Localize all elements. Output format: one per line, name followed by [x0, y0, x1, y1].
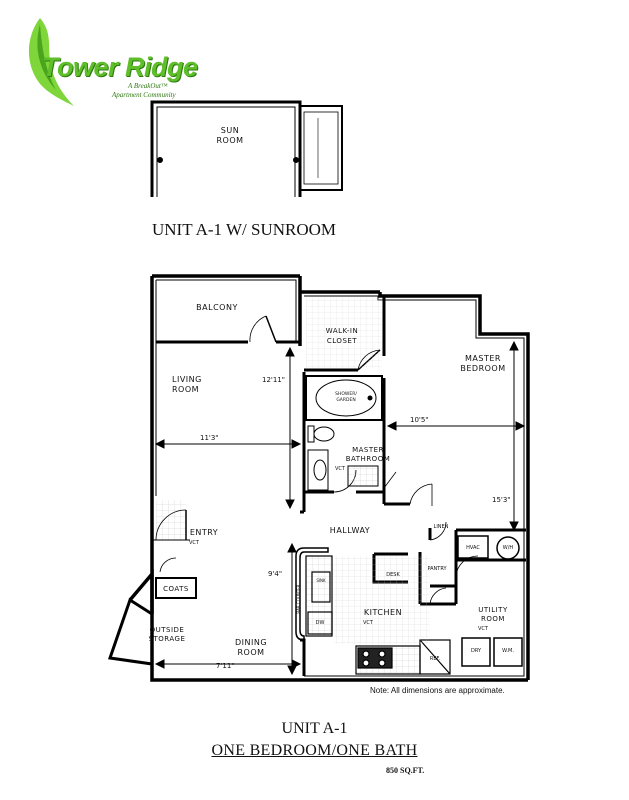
entry-area	[152, 500, 197, 599]
dimensions-note: Note: All dimensions are approximate.	[370, 686, 505, 695]
hallway-label: HALLWAY	[329, 526, 371, 535]
dining-width-dimension: 7'11"	[216, 662, 235, 670]
pantry-label: PANTRY	[427, 566, 447, 572]
dryer-label: DRY	[470, 648, 482, 654]
kitchen-label: KITCHEN	[363, 608, 403, 617]
dimension-lines	[154, 340, 526, 676]
dishwasher-label: DW	[315, 620, 325, 626]
living-depth-dimension: 12'11"	[262, 376, 285, 384]
unit-sqft: 850 SQ.FT.	[386, 766, 425, 775]
brand-name: Tower Ridge	[42, 52, 198, 82]
brand-subtitle-2: Apartment Community	[112, 91, 176, 99]
balcony-walls	[156, 315, 300, 344]
sunroom-caption: UNIT A-1 W/ SUNROOM	[152, 220, 337, 239]
logo-leaf-icon	[29, 18, 74, 106]
brand-subtitle-1: A BreakOut™	[128, 82, 168, 90]
interior-walls	[300, 296, 526, 606]
utility-appliances	[457, 535, 523, 667]
linen-label: LINEN	[433, 524, 449, 530]
coats-label: COATS	[163, 585, 189, 593]
master-bathroom-label: MASTER BATHROOM	[345, 446, 391, 463]
shower-label: SHOWER/ GARDEN	[335, 392, 357, 403]
dining-room-label: DINING ROOM	[234, 638, 268, 657]
utility-room-label: UTILITY ROOM	[478, 606, 508, 623]
sink-label: SINK	[316, 578, 326, 583]
refrigerator-label: REF.	[429, 656, 441, 662]
sunroom-label: SUN ROOM	[216, 126, 244, 145]
unit-title: UNIT A-1	[281, 720, 348, 737]
outside-storage-walls	[107, 597, 154, 666]
entry-label: ENTRY	[189, 528, 219, 537]
kitchen-counters	[305, 555, 451, 675]
walk-in-closet-label: WALK-IN CLOSET	[325, 327, 359, 345]
washer-label: W.M.	[502, 648, 514, 654]
sunroom-plan	[150, 100, 343, 197]
bedroom-width-dimension: 10'5"	[410, 416, 429, 424]
hvac-label: HVAC	[466, 545, 480, 551]
kitchen-floor-label: VCT	[363, 620, 373, 626]
wh-label: W/H	[502, 545, 514, 551]
bedroom-depth-dimension: 15'3"	[492, 496, 511, 504]
living-width-dimension: 11'3"	[200, 434, 219, 442]
bath-fixtures	[307, 425, 379, 491]
bar-counter-label: BAR COUNTER	[296, 584, 301, 614]
master-bedroom-label: MASTER BEDROOM	[460, 354, 506, 373]
living-room-label: LIVING ROOM	[172, 375, 202, 394]
bathtub	[305, 375, 383, 421]
entry-floor-label: VCT	[189, 540, 199, 546]
desk-label: DESK	[386, 572, 400, 578]
bath-floor-label: VCT	[335, 466, 345, 472]
balcony-label: BALCONY	[196, 303, 238, 312]
bar-counter	[295, 547, 329, 676]
outer-thin-walls	[155, 279, 525, 677]
unit-type: ONE BEDROOM/ONE BATH	[211, 742, 418, 759]
dining-depth-dimension: 9'4"	[268, 570, 283, 578]
outside-storage-label: OUTSIDE STORAGE	[148, 626, 186, 643]
utility-floor-label: VCT	[478, 626, 488, 632]
